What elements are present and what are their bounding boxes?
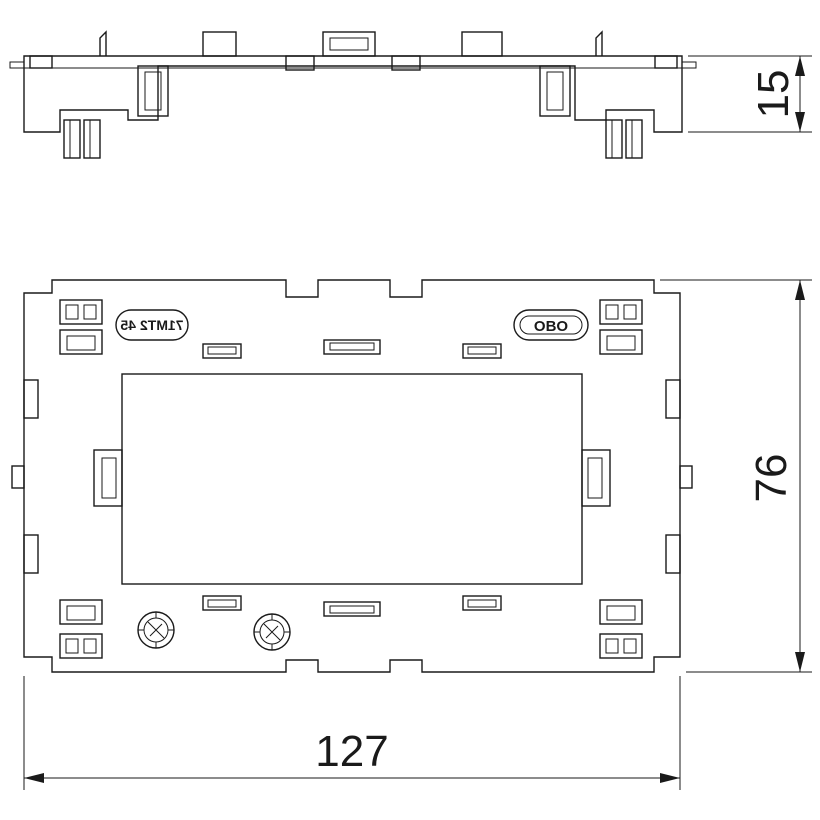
- screw-gear-left: [137, 611, 175, 649]
- part-code-label: 71MT2 45: [120, 317, 183, 333]
- central-opening: [121, 373, 583, 585]
- obo-logo: OBO: [534, 318, 569, 335]
- dimension-width-label: 127: [315, 727, 388, 776]
- dimension-width: 127: [23, 676, 681, 790]
- screw-gear-right: [253, 613, 291, 651]
- dimension-height-side-label: 15: [749, 70, 798, 119]
- front-view: 71MT2 45 OBO: [11, 279, 693, 673]
- side-view: [9, 30, 697, 159]
- part-code-plate: [115, 309, 189, 341]
- dimension-height-side: 15: [688, 55, 812, 133]
- dimension-height-front: 76: [660, 279, 812, 673]
- dimension-height-front-label: 76: [747, 454, 796, 503]
- obo-logo-plate: [513, 309, 589, 341]
